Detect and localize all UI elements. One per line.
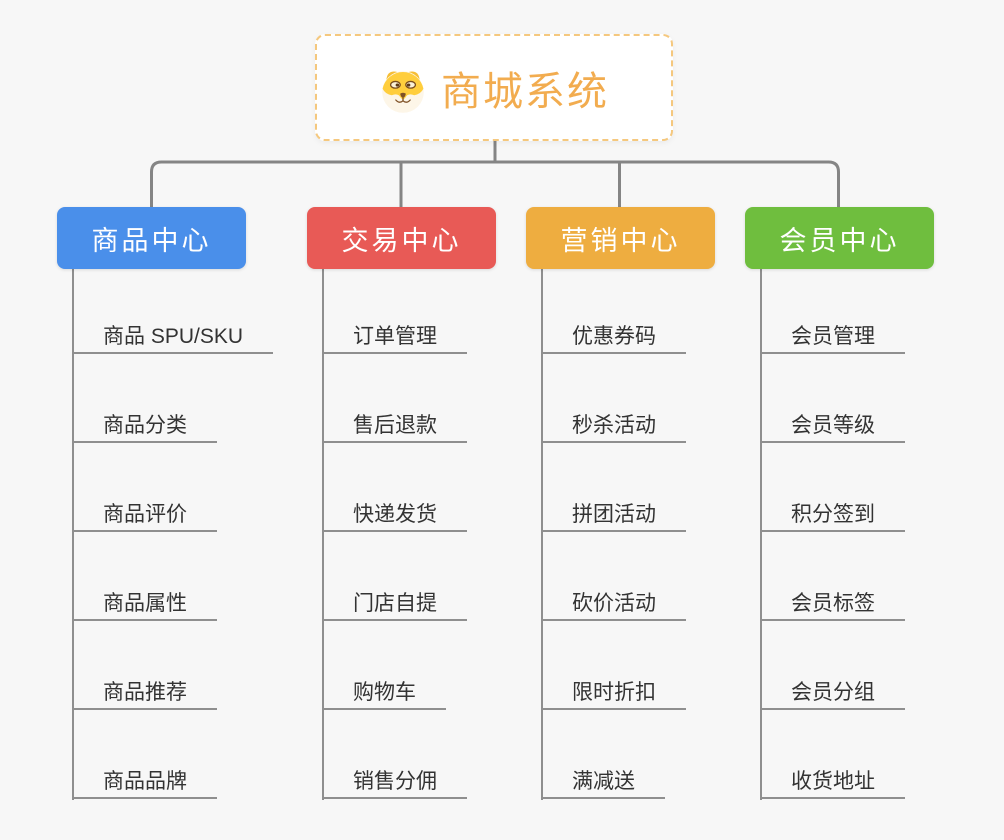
topic-item[interactable]: 满减送 xyxy=(542,767,665,799)
branch-column-1: 商品中心 商品 SPU/SKU 商品分类商品评价商品属性商品推荐商品品牌 xyxy=(57,207,317,807)
topic-item[interactable]: 商品评价 xyxy=(73,500,217,532)
topic-item[interactable]: 收货地址 xyxy=(761,767,905,799)
root-node[interactable]: 商城系统 xyxy=(315,34,673,141)
topic-item[interactable]: 商品分类 xyxy=(73,411,217,443)
topic-item[interactable]: 限时折扣 xyxy=(542,678,686,710)
topic-item[interactable]: 拼团活动 xyxy=(542,500,686,532)
branch-column-2: 交易中心 订单管理售后退款快递发货门店自提购物车销售分佣 xyxy=(307,207,567,807)
topic-item[interactable]: 商品推荐 xyxy=(73,678,217,710)
root-node-label: 商城系统 xyxy=(441,69,609,114)
topic-item[interactable]: 购物车 xyxy=(323,678,446,710)
branch-node-4[interactable]: 会员中心 xyxy=(745,207,934,269)
topic-item[interactable]: 销售分佣 xyxy=(323,767,467,799)
topic-item[interactable]: 优惠券码 xyxy=(542,322,686,354)
topic-item[interactable]: 会员分组 xyxy=(761,678,905,710)
branch-node-1[interactable]: 商品中心 xyxy=(57,207,246,269)
topic-item[interactable]: 会员等级 xyxy=(761,411,905,443)
topic-item[interactable]: 门店自提 xyxy=(323,589,467,621)
topic-item[interactable]: 砍价活动 xyxy=(542,589,686,621)
topic-item[interactable]: 会员标签 xyxy=(761,589,905,621)
topic-item[interactable]: 会员管理 xyxy=(761,322,905,354)
topic-item[interactable]: 快递发货 xyxy=(323,500,467,532)
branch-column-3: 营销中心 优惠券码秒杀活动拼团活动砍价活动限时折扣满减送 xyxy=(526,207,786,807)
branch-node-2[interactable]: 交易中心 xyxy=(307,207,496,269)
topic-item[interactable]: 订单管理 xyxy=(323,322,467,354)
branch-column-4: 会员中心 会员管理会员等级积分签到会员标签会员分组收货地址 xyxy=(745,207,1004,807)
topic-item[interactable]: 售后退款 xyxy=(323,411,467,443)
topic-item[interactable]: 商品品牌 xyxy=(73,767,217,799)
branch-bus-line xyxy=(150,160,840,207)
branch-node-3[interactable]: 营销中心 xyxy=(526,207,715,269)
topic-item[interactable]: 商品 SPU/SKU xyxy=(73,322,274,354)
topic-item[interactable]: 商品属性 xyxy=(73,589,217,621)
topic-item[interactable]: 秒杀活动 xyxy=(542,411,686,443)
topic-item[interactable]: 积分签到 xyxy=(761,500,905,532)
dog-face-icon xyxy=(382,70,424,113)
